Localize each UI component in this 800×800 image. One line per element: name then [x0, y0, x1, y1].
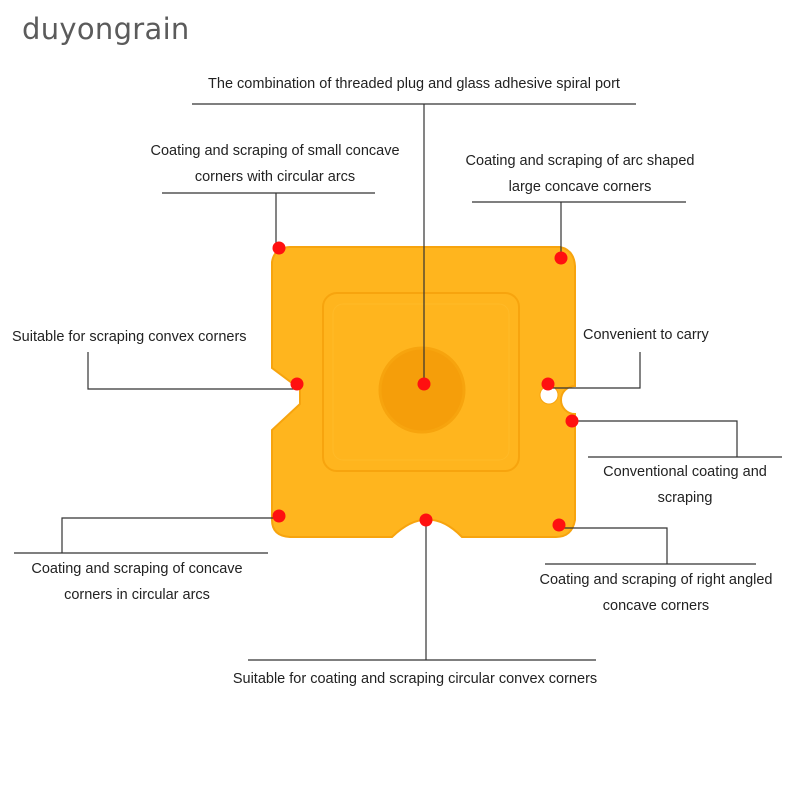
- leader-convex: [87, 352, 297, 390]
- callout-text: corners with circular arcs: [194, 169, 356, 185]
- marker-right-angled: [552, 518, 566, 532]
- callout-text: Coating and scraping of arc shaped: [465, 153, 695, 169]
- callout-text: corners in circular arcs: [64, 587, 210, 603]
- marker-large-arcs: [554, 251, 568, 265]
- callout-text: Suitable for coating and scraping circul…: [232, 671, 598, 687]
- callout-text: Conventional coating and: [603, 464, 767, 480]
- brand-watermark: duyongrain: [22, 12, 190, 46]
- marker-small-arcs: [272, 241, 286, 255]
- marker-conventional: [565, 414, 579, 428]
- callout-text: scraping: [657, 490, 713, 506]
- callout-small-arcs: Coating and scraping of small concave co…: [120, 138, 430, 190]
- callout-large-arcs: Coating and scraping of arc shaped large…: [430, 148, 730, 200]
- leader-small-arcs: [162, 192, 375, 248]
- callout-conventional: Conventional coating and scraping: [580, 459, 790, 511]
- marker-concave-arcs: [272, 509, 286, 523]
- marker-bottom: [419, 513, 433, 527]
- scraper-inner-face: [322, 292, 520, 472]
- marker-carry: [541, 377, 555, 391]
- leader-bottom: [248, 520, 596, 661]
- callout-text: Suitable for scraping convex corners: [12, 329, 247, 345]
- scraper-inner-face-highlight: [332, 303, 510, 461]
- leader-concave-arcs: [14, 517, 279, 554]
- callout-bottom: Suitable for coating and scraping circul…: [200, 666, 630, 692]
- callout-text: concave corners: [602, 598, 710, 614]
- callout-carry: Convenient to carry: [583, 322, 709, 348]
- callout-right-angled: Coating and scraping of right angled con…: [520, 567, 792, 619]
- leader-carry: [548, 352, 641, 389]
- callout-text: The combination of threaded plug and gla…: [208, 76, 620, 92]
- callout-concave-arcs: Coating and scraping of concave corners …: [10, 556, 264, 608]
- markers: [272, 241, 579, 532]
- callout-convex: Suitable for scraping convex corners: [12, 324, 247, 350]
- marker-center: [417, 377, 431, 391]
- marker-convex: [290, 377, 304, 391]
- leader-conventional: [572, 420, 782, 458]
- callout-top: The combination of threaded plug and gla…: [192, 71, 636, 97]
- callout-text: Convenient to carry: [583, 327, 709, 343]
- leader-right-angled: [545, 527, 756, 565]
- callout-text: Coating and scraping of right angled: [539, 572, 773, 588]
- leader-top: [192, 103, 636, 384]
- callout-text: Coating and scraping of small concave: [150, 143, 400, 159]
- callout-text: large concave corners: [508, 179, 652, 195]
- leader-lines: [14, 103, 782, 661]
- leader-large-arcs: [472, 201, 686, 258]
- callout-text: Coating and scraping of concave: [31, 561, 243, 577]
